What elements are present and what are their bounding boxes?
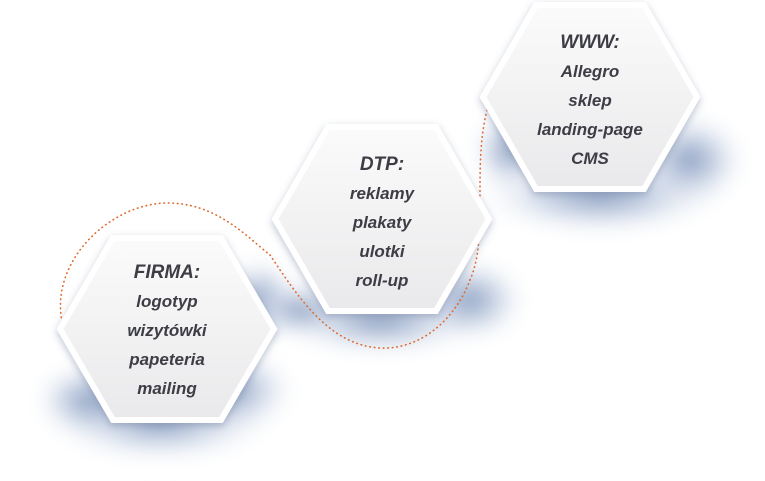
service-item: sklep xyxy=(568,91,612,110)
service-item: landing-page xyxy=(537,120,643,139)
hexagon-dtp xyxy=(271,124,493,314)
hexagon-www-text: WWW: Allegro sklep landing-page CMS xyxy=(483,28,697,173)
service-item: ulotki xyxy=(359,242,405,261)
service-item: reklamy xyxy=(349,184,415,203)
hexagon-heading: WWW: xyxy=(560,32,620,53)
service-item: mailing xyxy=(137,379,197,398)
service-item: CMS xyxy=(571,149,609,168)
hexagon-heading: DTP: xyxy=(359,154,405,175)
hexagon-heading: FIRMA: xyxy=(133,262,201,283)
service-item: wizytówki xyxy=(127,321,207,340)
service-item: Allegro xyxy=(560,62,620,81)
hexagon-dtp-text: DTP: reklamy plakaty ulotki roll-up xyxy=(275,150,489,295)
service-item: papeteria xyxy=(129,350,205,369)
service-item: plakaty xyxy=(352,213,412,232)
service-item: logotyp xyxy=(136,292,198,311)
hexagon-www xyxy=(479,1,701,192)
hexagon-firma-text: FIRMA: logotyp wizytówki papeteria maili… xyxy=(60,258,274,403)
service-item: roll-up xyxy=(355,271,409,290)
hexagon-firma xyxy=(56,235,278,423)
